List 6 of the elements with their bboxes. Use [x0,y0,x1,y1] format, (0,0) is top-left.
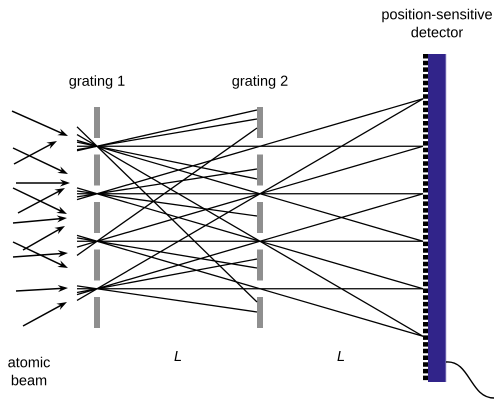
grating-label: grating 2 [232,75,288,89]
beam-label: atomic beam [8,356,50,386]
length-label: L [337,351,344,361]
detector-label: position-sensitive detector [382,8,492,38]
grating-label: grating 1 [69,75,124,89]
length-label: L [174,351,182,361]
